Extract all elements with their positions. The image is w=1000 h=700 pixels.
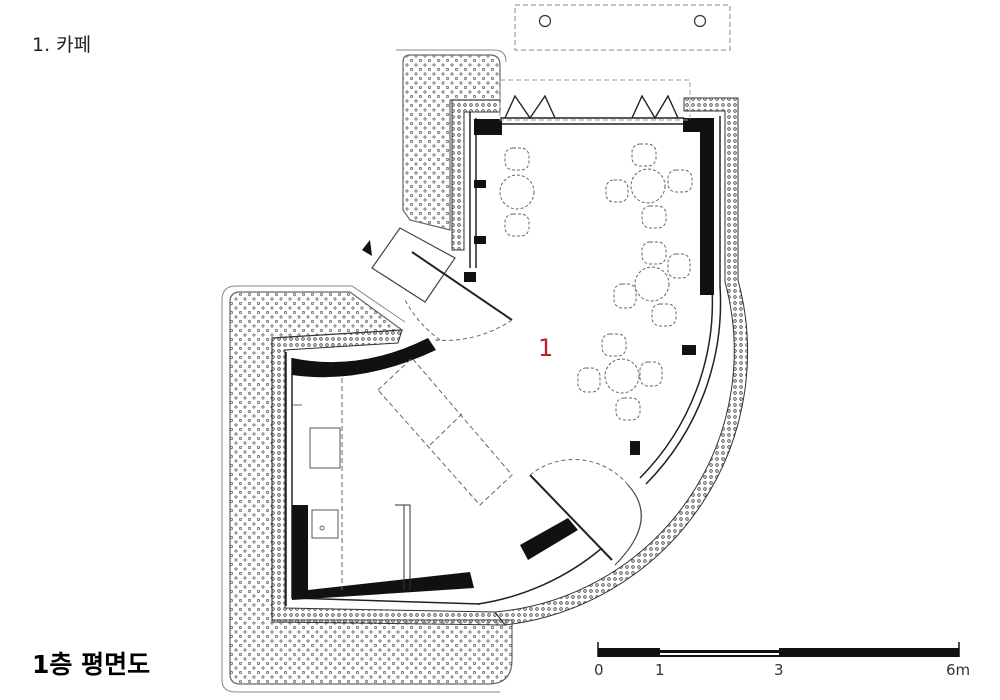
- structural-walls: [292, 118, 714, 600]
- folding-door-left: [499, 79, 691, 121]
- scale-label-0: 0: [594, 661, 604, 679]
- interior-walls: [285, 112, 722, 606]
- scale-bar: [597, 642, 960, 657]
- canopy-outline: [514, 4, 731, 51]
- scale-label-3: 3: [774, 661, 784, 679]
- light-fixture-icon: [693, 14, 707, 28]
- light-fixture-icon: [538, 14, 552, 28]
- furniture: [499, 143, 693, 421]
- entrance-arrow-icon: [362, 240, 372, 256]
- room-number-label: 1: [538, 334, 554, 362]
- room-legend: 1. 카페: [32, 30, 91, 57]
- jamb-marks: [464, 180, 696, 455]
- corner-entrance-door: [529, 458, 642, 566]
- planter-upper: [402, 54, 501, 231]
- scale-label-6m: 6m: [946, 661, 971, 679]
- planter-lower: [229, 291, 513, 685]
- side-entrance-door: [362, 227, 513, 341]
- scale-label-1: 1: [655, 661, 665, 679]
- drawing-title: 1층 평면도: [32, 650, 151, 679]
- kitchen-counters: [292, 357, 513, 590]
- folding-door-right: [631, 94, 679, 120]
- legend-item: 1. 카페: [32, 34, 92, 56]
